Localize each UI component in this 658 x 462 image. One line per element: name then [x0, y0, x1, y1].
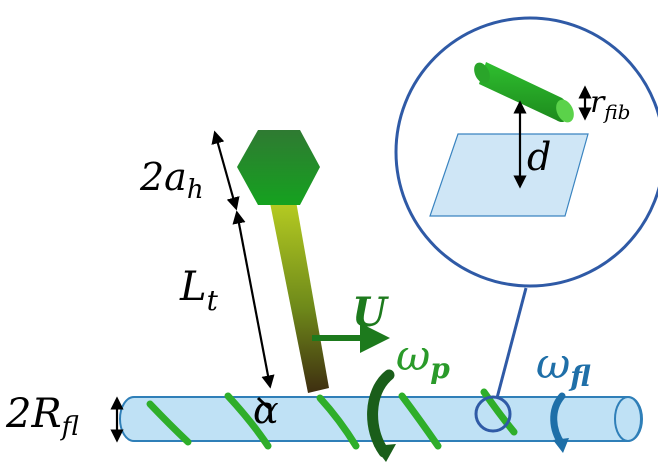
head-hexagon: [237, 130, 320, 205]
omega-fl-rotation-arrow: [550, 392, 569, 453]
angle-arc: [256, 396, 273, 412]
inset-plane: [429, 133, 589, 217]
fibril-1: [146, 400, 192, 446]
inset-distance-label: d: [527, 135, 551, 179]
tail-length-label: Lt: [179, 264, 219, 317]
zoom-connector-line: [495, 287, 528, 399]
inset-radius-label: rfib: [590, 85, 631, 124]
fibril-4: [398, 392, 442, 450]
fibril-5: [480, 388, 518, 436]
inset-fibril: [474, 62, 574, 123]
omega-p-rotation-arrow: [367, 369, 396, 462]
angle-label: α: [253, 388, 279, 432]
flagellum-diameter-label: 2Rfl: [5, 391, 79, 442]
fibril-2: [224, 392, 272, 450]
head-diameter-arrow: [211, 130, 240, 211]
omega-fl-label: ωfl: [536, 339, 591, 393]
helical-fibrils: [146, 388, 518, 450]
tail-length-arrow: [232, 210, 275, 389]
fibril-3: [316, 394, 360, 450]
velocity-label: U: [352, 289, 389, 336]
tail-rod: [270, 201, 329, 393]
head-diameter-label: 2ah: [139, 155, 204, 205]
zoom-marker-circle: [474, 395, 512, 433]
omega-p-label: ωp: [396, 331, 450, 385]
